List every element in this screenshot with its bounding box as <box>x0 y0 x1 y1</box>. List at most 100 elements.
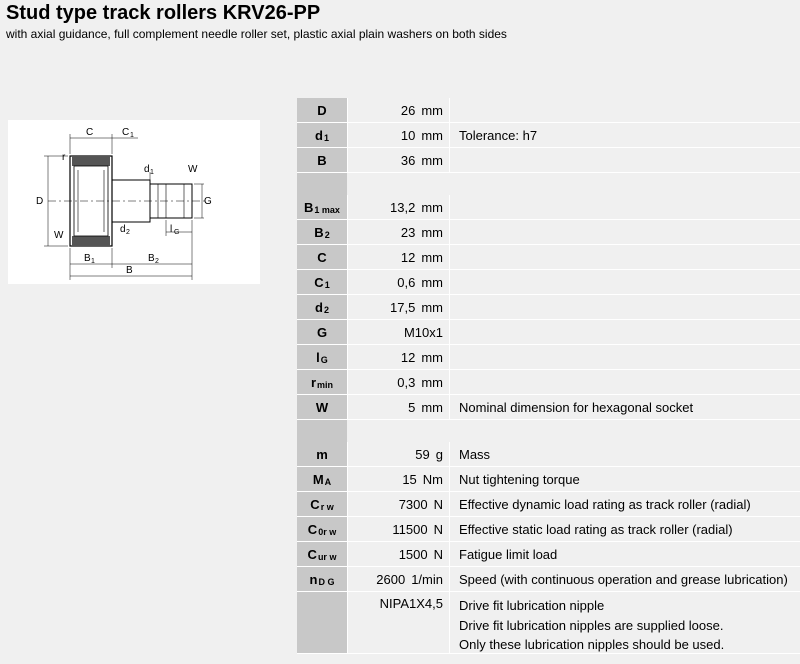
symbol-text: G <box>316 324 328 340</box>
label-W-top: W <box>188 164 198 175</box>
value-number: 12 <box>400 349 416 365</box>
spec-value: 2600 1/min <box>348 567 450 592</box>
symbol-text: M <box>312 471 324 487</box>
spec-row: G M10x1 <box>297 320 800 345</box>
value-unit: mm <box>421 299 443 315</box>
spec-description: Nut tightening torque <box>450 467 800 492</box>
symbol-text: d <box>315 299 323 315</box>
value-unit: g <box>435 446 443 462</box>
technical-drawing: C C 1 r d 1 W D G W d 2 l G B 1 B 2 B <box>8 120 260 284</box>
spec-description: Nominal dimension for hexagonal socket <box>450 395 800 420</box>
spec-row: D 26 mm <box>297 98 800 123</box>
value-number: 17,5 <box>390 299 416 315</box>
spec-description: Mass <box>450 442 800 467</box>
spec-symbol: C <box>297 245 348 270</box>
value-unit: Nm <box>422 471 443 487</box>
symbol-subscript: G <box>320 355 328 365</box>
value-unit: mm <box>421 374 443 390</box>
value-number: 36 <box>400 152 416 168</box>
value-number: 1500 <box>398 546 428 562</box>
spec-description: Effective dynamic load rating as track r… <box>450 492 800 517</box>
label-B1: B <box>84 253 91 264</box>
spec-symbol: D <box>297 98 348 123</box>
spec-description <box>450 245 800 270</box>
value-unit: mm <box>421 102 443 118</box>
spec-value: 26 mm <box>348 98 450 123</box>
value-unit: mm <box>421 224 443 240</box>
page-title: Stud type track rollers KRV26-PP <box>6 2 321 24</box>
value-unit: mm <box>421 249 443 265</box>
description-line: Only these lubrication nipples should be… <box>459 637 725 652</box>
spec-description: Effective static load rating as track ro… <box>450 517 800 542</box>
label-C1-sub: 1 <box>130 132 134 139</box>
symbol-subscript: D G <box>318 577 335 587</box>
label-D: D <box>36 196 43 207</box>
spacer-row <box>297 420 800 442</box>
value-number: 13,2 <box>390 199 416 215</box>
symbol-text: C <box>307 521 318 537</box>
symbol-subscript: A <box>324 477 332 487</box>
value-number: M10x1 <box>403 324 443 340</box>
value-unit: mm <box>421 399 443 415</box>
spec-description <box>450 320 800 345</box>
symbol-text: r <box>310 374 317 390</box>
symbol-text: D <box>317 102 327 118</box>
spec-value: 12 mm <box>348 345 450 370</box>
spacer-row <box>297 173 800 195</box>
symbol-subscript: ur w <box>317 552 337 562</box>
spec-description <box>450 98 800 123</box>
symbol-subscript: 2 <box>323 305 329 315</box>
symbol-subscript: 1 <box>324 280 330 290</box>
symbol-subscript: r w <box>320 502 334 512</box>
spec-value: 17,5 mm <box>348 295 450 320</box>
symbol-text: n <box>309 571 318 587</box>
spec-value: NIPA1X4,5 <box>348 592 450 654</box>
value-unit: N <box>433 496 443 512</box>
symbol-subscript: 2 <box>324 230 330 240</box>
spec-symbol: m <box>297 442 348 467</box>
spec-value: M10x1 <box>348 320 450 345</box>
label-r: r <box>62 152 66 163</box>
spec-description <box>450 220 800 245</box>
spec-symbol: B <box>297 148 348 173</box>
symbol-text: C <box>307 546 317 562</box>
description-line: Drive fit lubrication nipples are suppli… <box>459 617 724 633</box>
value-unit: mm <box>421 349 443 365</box>
value-number: 2600 <box>376 571 406 587</box>
symbol-subscript: min <box>317 380 334 390</box>
value-unit: mm <box>421 274 443 290</box>
symbol-text: B <box>314 224 324 240</box>
label-B: B <box>126 265 133 276</box>
symbol-text: C <box>317 249 327 265</box>
spec-description <box>450 370 800 395</box>
label-B2-sub: 2 <box>155 258 159 265</box>
label-W-left: W <box>54 230 64 241</box>
value-number: 26 <box>400 102 416 118</box>
value-unit: 1/min <box>411 571 443 587</box>
label-C1: C <box>122 127 129 138</box>
